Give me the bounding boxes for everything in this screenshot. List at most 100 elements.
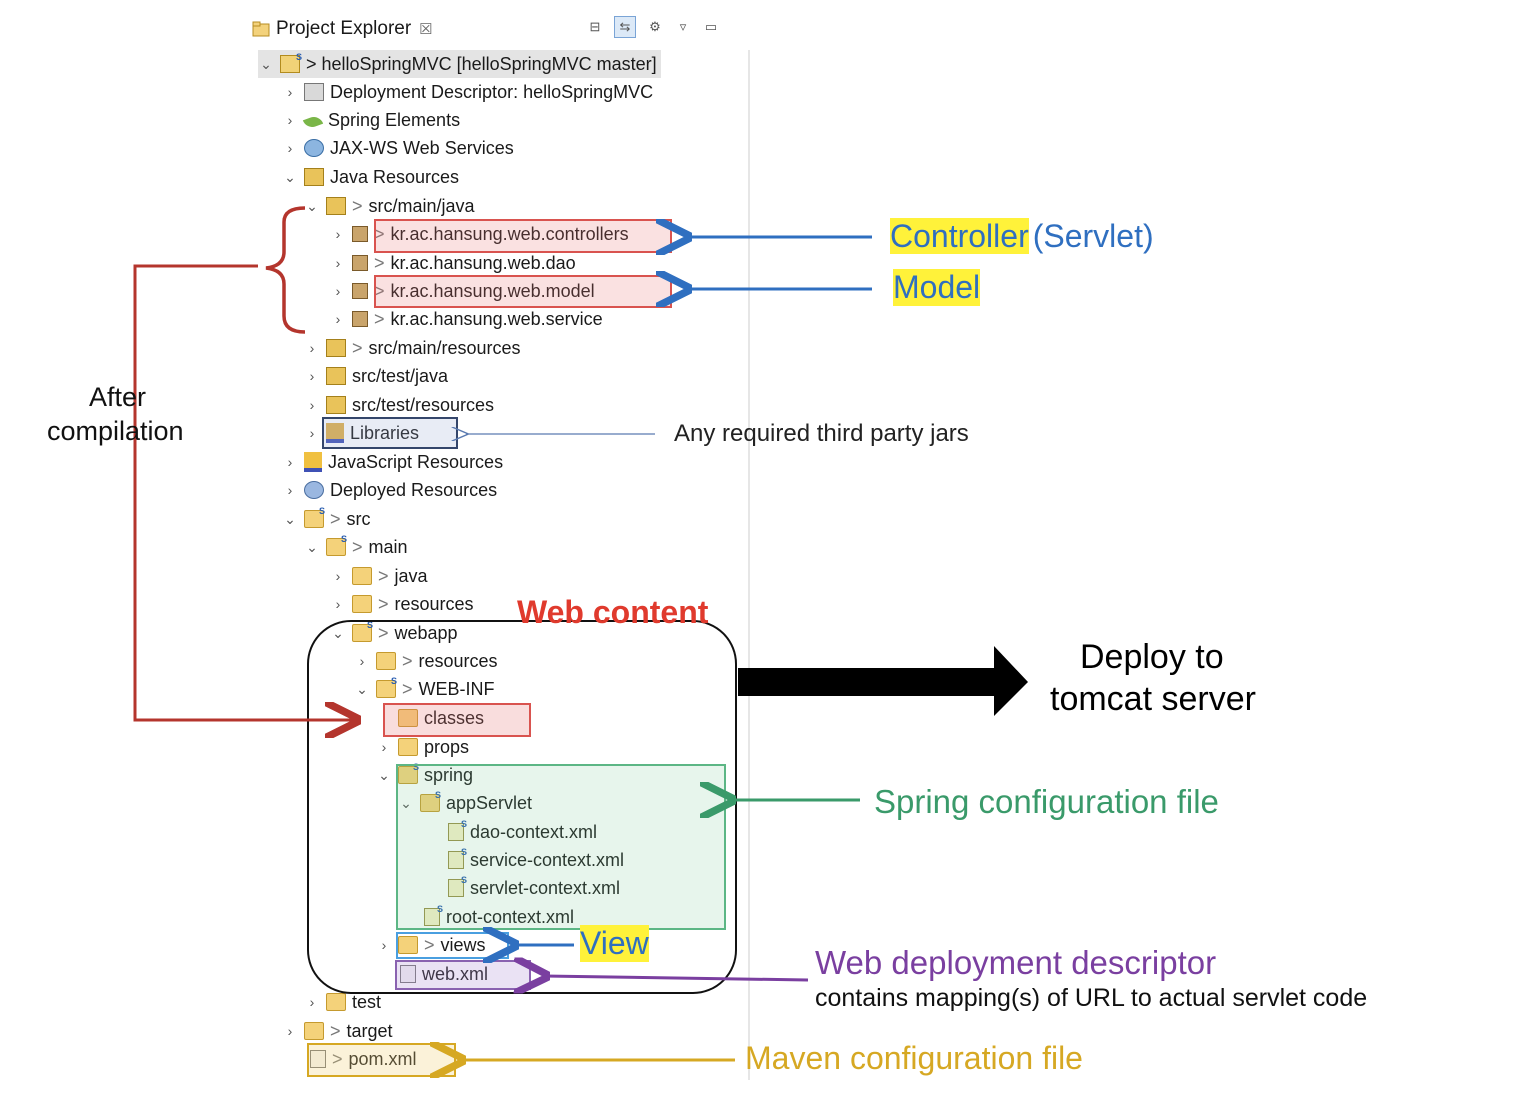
tree-item-classes[interactable]: classes xyxy=(398,704,484,732)
chevron-right-icon[interactable]: › xyxy=(287,140,293,156)
tree-item-src-test-resources[interactable]: ›src/test/resources xyxy=(304,391,494,419)
tree-item-root-context[interactable]: root-context.xml xyxy=(424,903,574,931)
spring-folder-icon xyxy=(420,790,441,812)
chevron-right-icon[interactable]: › xyxy=(309,397,315,413)
chevron-right-icon[interactable]: › xyxy=(335,255,341,271)
spring-xml-icon xyxy=(448,819,467,841)
tree-item-web-inf[interactable]: ⌄>WEB-INF xyxy=(354,675,494,703)
tree-item-project[interactable]: ⌄> helloSpringMVC [helloSpringMVC master… xyxy=(258,50,661,78)
view-label: View xyxy=(580,925,649,962)
chevron-right-icon[interactable]: › xyxy=(359,653,365,669)
tree-item-java-resources[interactable]: ⌄Java Resources xyxy=(282,163,459,191)
deploy-label-line2: tomcat server xyxy=(1050,680,1256,718)
tree-item-resources[interactable]: ›>resources xyxy=(330,590,474,618)
link-with-editor-icon[interactable]: ⇆ xyxy=(614,16,636,38)
tree-item-spring[interactable]: ⌄spring xyxy=(376,761,473,789)
tree-item-target[interactable]: ›>target xyxy=(282,1017,393,1045)
tree-item-js-resources[interactable]: ›JavaScript Resources xyxy=(282,448,503,476)
tree-item-web-xml[interactable]: web.xml xyxy=(400,960,488,988)
tree-item-jaxws[interactable]: ›JAX-WS Web Services xyxy=(282,134,514,162)
web-content-label: Web content xyxy=(517,594,709,630)
source-folder-icon xyxy=(326,396,346,414)
package-icon xyxy=(352,311,368,327)
spring-xml-icon xyxy=(448,875,467,897)
deployment-descriptor-icon xyxy=(304,83,324,101)
spring-folder-icon xyxy=(398,762,419,784)
chevron-right-icon[interactable]: › xyxy=(335,311,341,327)
chevron-right-icon[interactable]: › xyxy=(381,739,387,755)
chevron-down-icon[interactable]: ⌄ xyxy=(356,680,368,697)
tree-item-test[interactable]: ›test xyxy=(304,988,381,1016)
project-explorer-tab[interactable]: Project Explorer ☒ xyxy=(252,14,433,44)
chevron-down-icon[interactable]: ⌄ xyxy=(284,510,296,527)
tree-item-webapp-resources[interactable]: ›>resources xyxy=(354,647,498,675)
pom-file-icon xyxy=(310,1050,326,1068)
tree-item-pkg-model[interactable]: ›>kr.ac.hansung.web.model xyxy=(330,277,595,305)
project-explorer-icon xyxy=(252,21,270,37)
tree-item-app-servlet[interactable]: ⌄appServlet xyxy=(398,789,532,817)
tree-item-pkg-dao[interactable]: ›>kr.ac.hansung.web.dao xyxy=(330,249,576,277)
tree-item-src[interactable]: ⌄>src xyxy=(282,505,370,533)
maven-label: Maven configuration file xyxy=(745,1040,1083,1076)
chevron-right-icon[interactable]: › xyxy=(335,596,341,612)
spring-folder-icon xyxy=(304,506,325,528)
spring-folder-icon xyxy=(326,534,347,556)
chevron-right-icon[interactable]: › xyxy=(309,340,315,356)
tree-item-java[interactable]: ›>java xyxy=(330,562,428,590)
tree-item-pkg-service[interactable]: ›>kr.ac.hansung.web.service xyxy=(330,305,603,333)
chevron-right-icon[interactable]: › xyxy=(309,994,315,1010)
chevron-right-icon[interactable]: › xyxy=(287,112,293,128)
view-menu-icon[interactable]: ▿ xyxy=(679,19,687,34)
collapse-all-icon[interactable]: ⊟ xyxy=(589,19,601,34)
tree-item-spring-elements[interactable]: ›Spring Elements xyxy=(282,106,460,134)
libraries-icon xyxy=(326,423,344,443)
close-icon[interactable]: ☒ xyxy=(419,21,433,38)
tree-item-deployment-descriptor[interactable]: ›Deployment Descriptor: helloSpringMVC xyxy=(282,78,653,106)
chevron-down-icon[interactable]: ⌄ xyxy=(378,766,390,783)
web-xml-arrow xyxy=(544,976,809,980)
package-icon xyxy=(352,255,368,271)
chevron-right-icon[interactable]: › xyxy=(309,368,315,384)
chevron-right-icon[interactable]: › xyxy=(335,568,341,584)
xml-file-icon xyxy=(400,965,416,983)
tree-item-deployed-resources[interactable]: ›Deployed Resources xyxy=(282,476,497,504)
tree-item-servlet-context[interactable]: servlet-context.xml xyxy=(448,874,620,902)
chevron-down-icon[interactable]: ⌄ xyxy=(306,538,318,555)
tree-item-libraries[interactable]: ›Libraries xyxy=(304,419,419,447)
tree-item-service-context[interactable]: service-context.xml xyxy=(448,846,624,874)
spring-folder-icon xyxy=(352,620,373,642)
chevron-right-icon[interactable]: › xyxy=(287,454,293,470)
tree-item-props[interactable]: ›props xyxy=(376,733,469,761)
minimize-icon[interactable]: ▭ xyxy=(704,19,718,34)
chevron-down-icon[interactable]: ⌄ xyxy=(284,168,296,185)
spring-config-label: Spring configuration file xyxy=(874,783,1219,820)
chevron-right-icon[interactable]: › xyxy=(287,482,293,498)
tree-item-dao-context[interactable]: dao-context.xml xyxy=(448,818,597,846)
chevron-down-icon[interactable]: ⌄ xyxy=(400,794,412,811)
tree-item-main[interactable]: ⌄>main xyxy=(304,533,407,561)
deployed-resources-icon xyxy=(304,481,324,499)
filters-icon[interactable]: ⚙ xyxy=(649,19,661,34)
tree-item-src-test-java[interactable]: ›src/test/java xyxy=(304,362,448,390)
chevron-right-icon[interactable]: › xyxy=(381,937,387,953)
chevron-right-icon[interactable]: › xyxy=(335,226,341,242)
chevron-right-icon[interactable]: › xyxy=(287,1023,293,1039)
curly-bracket xyxy=(265,206,306,334)
tree-item-src-main-resources[interactable]: ›>src/main/resources xyxy=(304,334,521,362)
folder-icon xyxy=(352,595,372,613)
folder-icon xyxy=(398,936,418,954)
tree-item-src-main-java[interactable]: ⌄>src/main/java xyxy=(304,192,474,220)
tree-item-views[interactable]: ›>views xyxy=(376,931,486,959)
spring-xml-icon xyxy=(424,904,443,926)
explorer-toolbar: ⊟ ⇆ ⚙ ▿ ▭ xyxy=(586,16,720,38)
tree-item-pom[interactable]: >pom.xml xyxy=(310,1045,417,1073)
chevron-down-icon[interactable]: ⌄ xyxy=(260,55,272,72)
chevron-down-icon[interactable]: ⌄ xyxy=(306,197,318,214)
package-icon xyxy=(352,226,368,242)
chevron-right-icon[interactable]: › xyxy=(287,84,293,100)
folder-icon xyxy=(376,652,396,670)
tree-item-pkg-controllers[interactable]: ›>kr.ac.hansung.web.controllers xyxy=(330,220,629,248)
chevron-right-icon[interactable]: › xyxy=(309,425,315,441)
chevron-right-icon[interactable]: › xyxy=(335,283,341,299)
